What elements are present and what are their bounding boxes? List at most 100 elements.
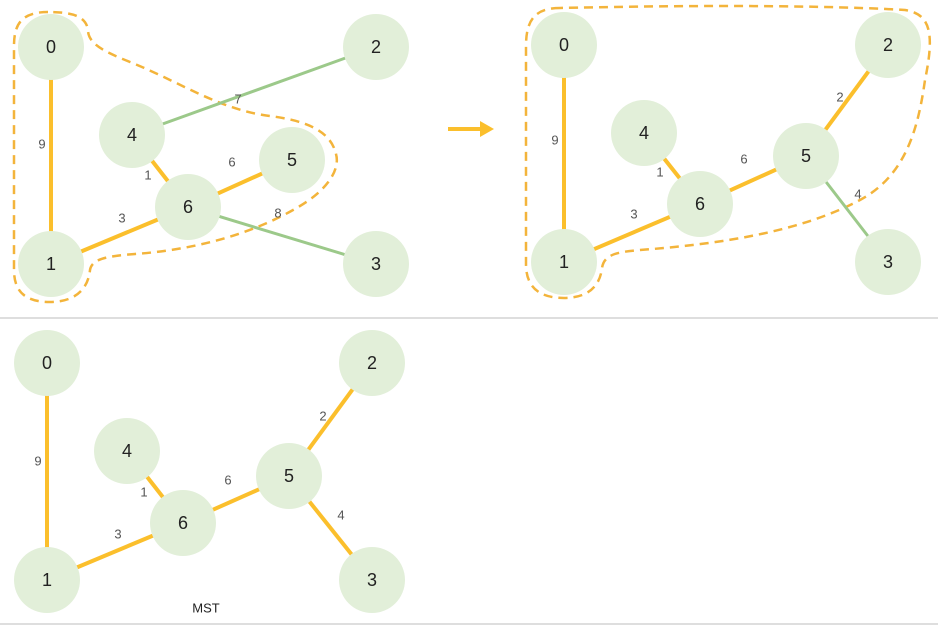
edge-6-5: [727, 166, 779, 194]
node-label: 3: [371, 254, 381, 274]
edge-5-2: [822, 68, 872, 133]
node-circle: [667, 171, 733, 237]
node-0: 0: [531, 12, 597, 78]
node-5: 5: [259, 127, 325, 193]
edge-weight-0-1: 9: [34, 454, 41, 469]
node-circle: [343, 231, 409, 297]
node-circle: [773, 123, 839, 189]
node-4: 4: [99, 102, 165, 168]
edge-weight-1-6: 3: [118, 211, 125, 226]
edge-6-5: [215, 170, 265, 197]
node-label: 2: [883, 35, 893, 55]
edge-weight-1-6: 3: [630, 207, 637, 222]
node-5: 5: [256, 443, 322, 509]
edge-weight-0-1: 9: [551, 133, 558, 148]
node-circle: [259, 127, 325, 193]
node-1: 1: [531, 229, 597, 295]
edge-5-2: [305, 386, 356, 453]
node-circle: [18, 14, 84, 80]
node-circle: [94, 418, 160, 484]
edge-4-2: [160, 56, 348, 126]
node-2: 2: [855, 12, 921, 78]
node-circle: [339, 547, 405, 613]
node-6: 6: [667, 171, 733, 237]
edge-weight-4-6: 1: [144, 168, 151, 183]
caption-mst-result: MST: [192, 601, 220, 616]
edge-weight-5-2: 2: [836, 90, 843, 105]
node-label: 4: [127, 125, 137, 145]
edge-1-6: [591, 214, 673, 252]
node-label: 2: [367, 353, 377, 373]
node-circle: [256, 443, 322, 509]
node-4: 4: [611, 100, 677, 166]
node-circle: [611, 100, 677, 166]
edge-weight-4-6: 1: [656, 165, 663, 180]
edge-weight-5-2: 2: [319, 409, 326, 424]
node-1: 1: [18, 231, 84, 297]
edge-weight-6-5: 6: [224, 473, 231, 488]
node-2: 2: [339, 330, 405, 396]
node-label: 4: [639, 123, 649, 143]
node-6: 6: [150, 490, 216, 556]
edge-5-3: [306, 498, 355, 558]
edge-weight-6-3: 8: [274, 206, 281, 221]
node-circle: [531, 12, 597, 78]
node-circle: [14, 330, 80, 396]
node-circle: [343, 14, 409, 80]
node-label: 5: [287, 150, 297, 170]
edge-1-6: [78, 217, 161, 254]
edge-weight-4-6: 1: [140, 485, 147, 500]
edge-6-5: [210, 486, 262, 513]
node-label: 3: [883, 252, 893, 272]
node-0: 0: [14, 330, 80, 396]
node-label: 6: [183, 197, 193, 217]
edge-weight-4-2: 7: [234, 92, 241, 107]
edge-weight-6-5: 6: [228, 155, 235, 170]
node-label: 1: [46, 254, 56, 274]
tree-boundary-step-before: [12, 10, 339, 304]
node-label: 6: [178, 513, 188, 533]
node-circle: [855, 12, 921, 78]
node-circle: [339, 330, 405, 396]
edge-4-6: [144, 474, 166, 500]
tree-boundary-step-after: [524, 4, 932, 300]
node-label: 0: [46, 37, 56, 57]
node-label: 1: [42, 570, 52, 590]
node-label: 4: [122, 441, 132, 461]
node-3: 3: [855, 229, 921, 295]
edge-1-6: [74, 533, 156, 570]
node-label: 0: [42, 353, 52, 373]
node-3: 3: [343, 231, 409, 297]
node-circle: [99, 102, 165, 168]
node-4: 4: [94, 418, 160, 484]
node-circle: [531, 229, 597, 295]
panel-step-before: 0 1 2 3 4 5 6 9 3 1 6 7 8: [18, 14, 409, 297]
node-label: 6: [695, 194, 705, 214]
node-label: 3: [367, 570, 377, 590]
edge-weight-1-6: 3: [114, 527, 121, 542]
edge-weight-0-1: 9: [38, 137, 45, 152]
node-5: 5: [773, 123, 839, 189]
node-label: 0: [559, 35, 569, 55]
node-circle: [155, 174, 221, 240]
node-2: 2: [343, 14, 409, 80]
node-circle: [14, 547, 80, 613]
edge-4-6: [149, 158, 171, 184]
node-circle: [150, 490, 216, 556]
panel-layer: 012345693167801234569316240123456931624M…: [14, 12, 921, 616]
edge-weight-5-3: 4: [337, 508, 344, 523]
edge-6-3: [217, 214, 347, 257]
edge-4-6: [661, 156, 683, 181]
node-3: 3: [339, 547, 405, 613]
node-label: 5: [284, 466, 294, 486]
edge-5-3: [823, 179, 871, 239]
arrow-right-icon: [448, 121, 494, 137]
node-circle: [855, 229, 921, 295]
node-6: 6: [155, 174, 221, 240]
node-0: 0: [18, 14, 84, 80]
edge-weight-6-5: 6: [740, 152, 747, 167]
node-label: 1: [559, 252, 569, 272]
